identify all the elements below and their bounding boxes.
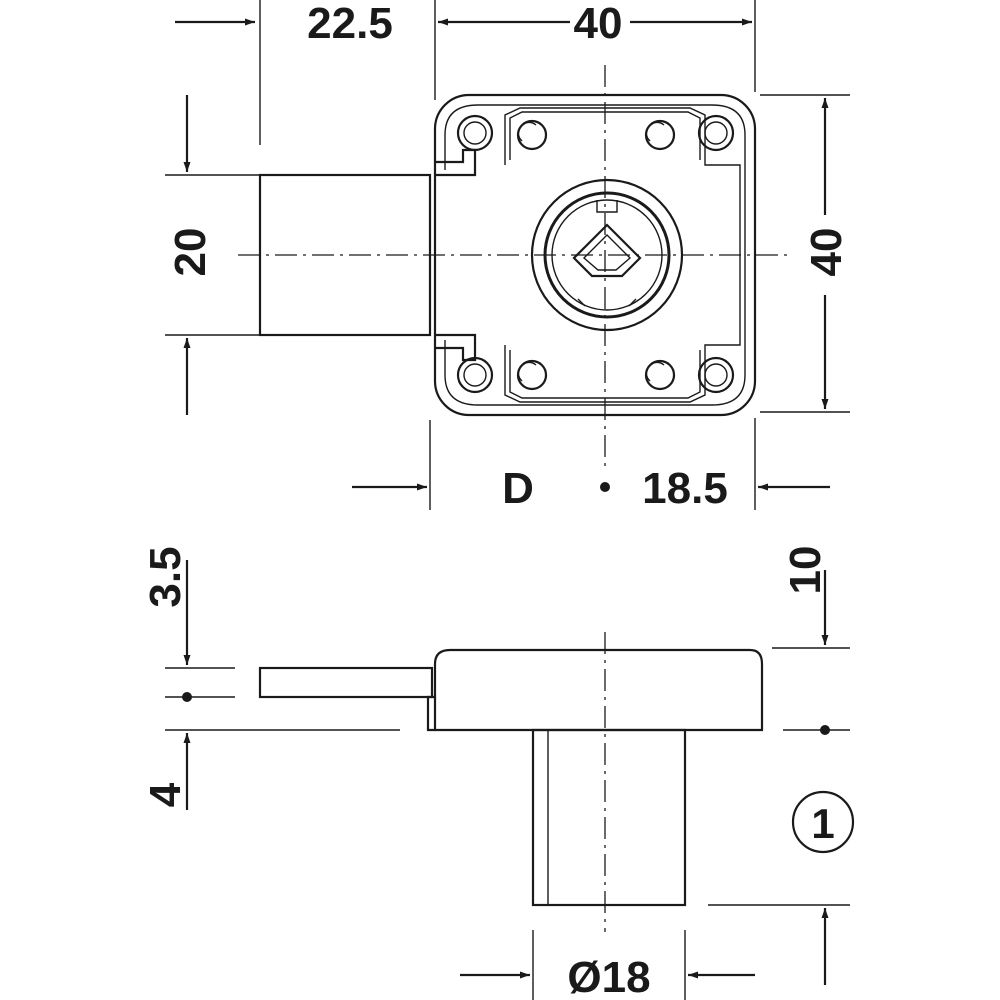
bolt-side <box>258 666 434 699</box>
callout-number: 1 <box>811 800 834 847</box>
dim-bolt-length-value: 22.5 <box>307 0 393 48</box>
dimension-body-height: 40 <box>802 98 851 409</box>
dimension-bolt-length: 22.5 <box>175 0 393 48</box>
key-cylinder <box>530 178 684 332</box>
side-view: 3.5 4 10 1 Ø18 <box>141 546 855 1000</box>
side-extension-lines <box>165 647 850 1000</box>
keyway-icon <box>572 223 642 278</box>
dim-bolt-offset-value: 3.5 <box>141 546 190 607</box>
dimension-bolt-height: 20 <box>166 95 215 415</box>
cylinder-side <box>531 728 687 907</box>
dim-backset-value: 18.5 <box>642 464 728 513</box>
dim-plate-thickness-value: 4 <box>141 782 190 807</box>
small-holes <box>516 119 676 391</box>
callout-1: 1 <box>791 790 855 854</box>
dimension-cylinder-diameter: Ø18 <box>460 953 755 1000</box>
lock-body <box>433 93 757 417</box>
lock-body-side <box>426 648 764 732</box>
mounting-holes <box>456 114 735 394</box>
bolt <box>258 173 432 337</box>
dim-backset-label: D <box>502 464 534 513</box>
dimension-plate-thickness: 4 <box>141 733 191 810</box>
dim-cylinder-projection-value: 10 <box>781 546 830 595</box>
dimension-cylinder-projection: 10 <box>781 546 830 735</box>
dim-cylinder-diameter-value: Ø18 <box>567 953 650 1000</box>
dimension-backset: D 18.5 <box>352 464 830 513</box>
dimension-bolt-offset: 3.5 <box>141 546 192 702</box>
dim-bolt-height-value: 20 <box>166 228 215 277</box>
top-view: 22.5 40 20 40 D 18.5 <box>165 0 851 513</box>
dim-body-width-value: 40 <box>574 0 623 48</box>
dimension-body-width: 40 <box>438 0 752 48</box>
dim-body-height-value: 40 <box>802 228 851 277</box>
